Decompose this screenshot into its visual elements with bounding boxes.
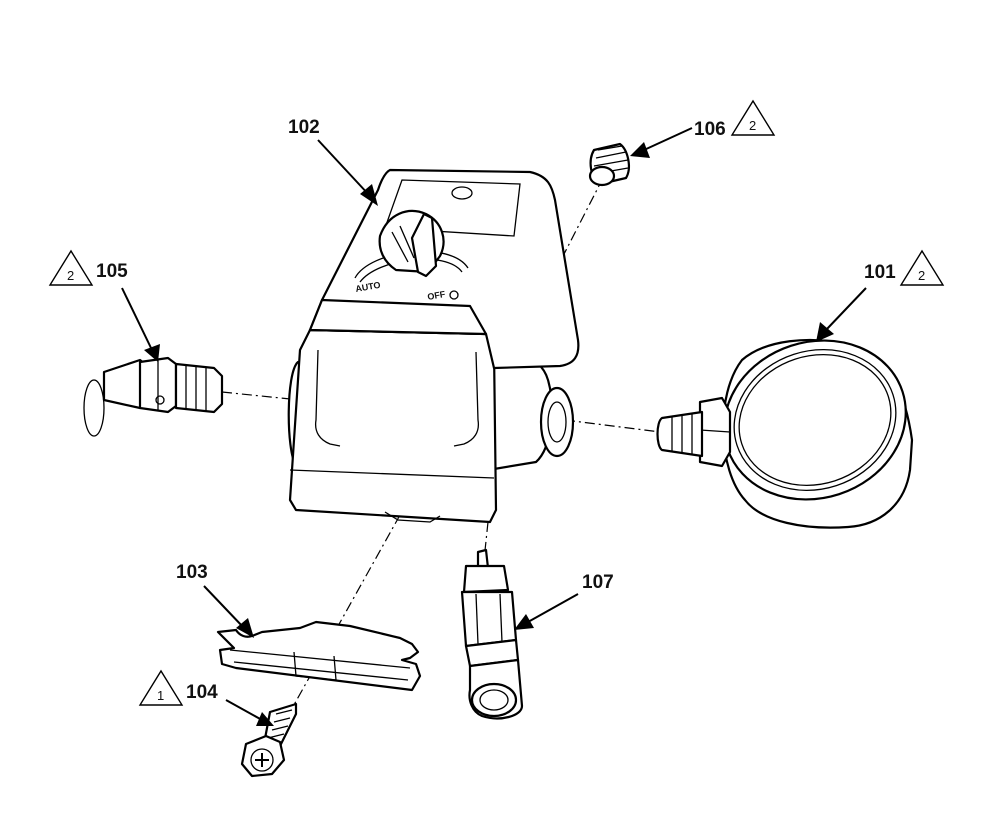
dial-off-text: OFF	[427, 289, 447, 302]
label-102: 102	[288, 117, 320, 138]
screw-104	[240, 702, 298, 778]
svg-text:2: 2	[67, 268, 74, 283]
label-106: 106	[694, 119, 726, 140]
assembly-centerlines	[221, 177, 661, 713]
label-101: 101	[864, 262, 896, 283]
label-103: 103	[176, 562, 208, 583]
label-104: 104	[186, 682, 218, 703]
callout-labels: 102 106 2 2 105 101 2 103 1 104 107	[48, 99, 945, 706]
note-triangle-105: 2	[48, 249, 94, 286]
label-105: 105	[96, 261, 128, 282]
note-triangle-106: 2	[730, 99, 776, 136]
svg-text:2: 2	[918, 268, 925, 283]
dial-auto-text: AUTO	[355, 280, 382, 294]
note-triangle-101: 2	[899, 249, 945, 286]
svg-text:2: 2	[749, 118, 756, 133]
plug-106	[588, 142, 630, 187]
note-triangle-104: 1	[138, 669, 184, 706]
mounting-bracket-103	[216, 620, 422, 692]
svg-text:1: 1	[157, 688, 164, 703]
pressure-gauge-101	[656, 338, 914, 529]
pressure-switch-housing-102: AUTO OFF	[287, 168, 580, 524]
fitting-107	[460, 548, 524, 720]
callout-leaders	[121, 127, 867, 726]
label-107: 107	[582, 572, 614, 593]
unloader-valve-105	[83, 356, 224, 437]
